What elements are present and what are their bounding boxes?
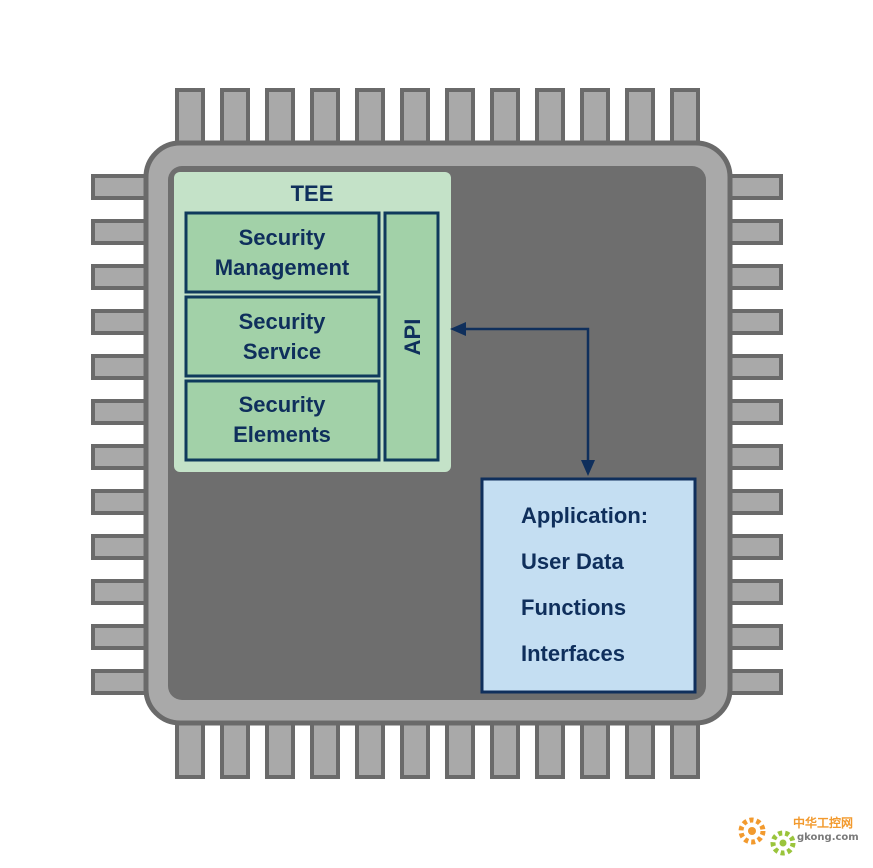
security-service-label-2: Service <box>243 339 321 364</box>
pin-bottom <box>670 717 700 779</box>
pin-top <box>175 88 205 150</box>
pin-left <box>91 669 153 695</box>
pin-top <box>310 88 340 150</box>
arrowhead-left <box>450 322 466 336</box>
pin-bottom <box>445 717 475 779</box>
application-title: Application: <box>521 503 648 528</box>
security-service-block <box>184 295 381 378</box>
pin-bottom <box>400 717 430 779</box>
gear-icon-small <box>770 830 796 856</box>
security-management-block <box>184 211 381 294</box>
pin-right <box>723 264 783 290</box>
pin-right <box>723 399 783 425</box>
pin-left <box>91 309 153 335</box>
application-interfaces: Interfaces <box>521 641 625 666</box>
security-management-label-1: Security <box>239 225 327 250</box>
pin-top <box>400 88 430 150</box>
pin-left <box>91 624 153 650</box>
api-label: API <box>400 319 425 356</box>
watermark-logo: 中华工控网 gkong.com <box>738 815 859 856</box>
pin-bottom <box>580 717 610 779</box>
pin-left <box>91 354 153 380</box>
pin-bottom <box>535 717 565 779</box>
pin-bottom <box>355 717 385 779</box>
pin-bottom <box>220 717 250 779</box>
security-elements-label-1: Security <box>239 392 327 417</box>
pin-right <box>723 669 783 695</box>
application-functions: Functions <box>521 595 626 620</box>
pin-top <box>625 88 655 150</box>
pin-bottom <box>310 717 340 779</box>
pin-top <box>580 88 610 150</box>
security-elements-block <box>184 379 381 462</box>
watermark-site: gkong.com <box>797 832 859 843</box>
security-elements-label-2: Elements <box>233 422 331 447</box>
pin-left <box>91 534 153 560</box>
pin-top <box>445 88 475 150</box>
pins-top <box>175 88 700 150</box>
pin-top <box>265 88 295 150</box>
watermark-cn-text: 中华工控网 <box>793 815 853 830</box>
pin-left <box>91 489 153 515</box>
pins-right <box>723 174 783 695</box>
pin-top <box>490 88 520 150</box>
pin-bottom <box>175 717 205 779</box>
pins-left <box>91 174 153 695</box>
pin-left <box>91 444 153 470</box>
security-management-label-2: Management <box>215 255 350 280</box>
gear-icon <box>738 817 766 845</box>
pin-right <box>723 174 783 200</box>
pin-right <box>723 579 783 605</box>
pin-top <box>670 88 700 150</box>
pin-right <box>723 444 783 470</box>
pin-left <box>91 579 153 605</box>
application-box <box>480 477 697 694</box>
pin-top <box>535 88 565 150</box>
pin-top <box>355 88 385 150</box>
pin-left <box>91 399 153 425</box>
pin-right <box>723 309 783 335</box>
pin-right <box>723 219 783 245</box>
pin-right <box>723 489 783 515</box>
security-service-label-1: Security <box>239 309 327 334</box>
pins-bottom <box>175 717 700 779</box>
arrowhead-down <box>581 460 595 476</box>
api-block <box>383 211 440 462</box>
pin-bottom <box>265 717 295 779</box>
tee-title: TEE <box>291 181 334 206</box>
pin-right <box>723 354 783 380</box>
pin-bottom <box>625 717 655 779</box>
pin-left <box>91 264 153 290</box>
pin-right <box>723 534 783 560</box>
pin-bottom <box>490 717 520 779</box>
pin-left <box>91 219 153 245</box>
pin-top <box>220 88 250 150</box>
pin-left <box>91 174 153 200</box>
api-application-connector <box>450 322 595 476</box>
application-user-data: User Data <box>521 549 624 574</box>
pin-right <box>723 624 783 650</box>
